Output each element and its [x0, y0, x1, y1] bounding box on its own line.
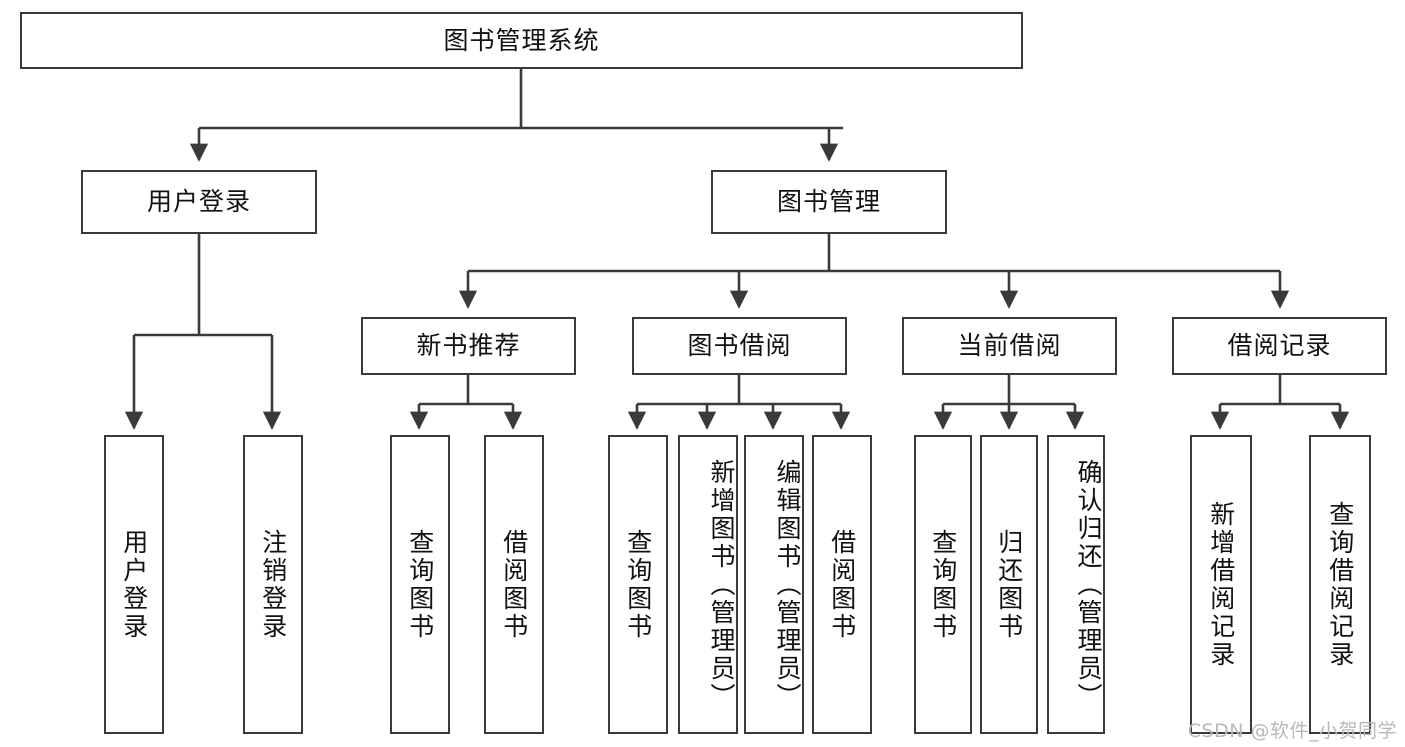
node-label: 查询图书 [405, 528, 435, 641]
node-book-borrow[interactable]: 图书借阅 [632, 317, 847, 375]
node-label: 图书管理系统 [443, 25, 600, 55]
leaf-borrow-record-query[interactable]: 查询借阅记录 [1309, 435, 1371, 734]
leaf-borrow-record-add[interactable]: 新增借阅记录 [1190, 435, 1252, 734]
node-label: 当前借阅 [957, 331, 1062, 361]
leaf-book-borrow-query[interactable]: 查询图书 [608, 435, 668, 734]
leaf-new-book-query[interactable]: 查询图书 [390, 435, 450, 734]
node-root-system[interactable]: 图书管理系统 [20, 12, 1023, 69]
node-label: 新增图书（管理员） [707, 458, 736, 711]
leaf-book-borrow-edit[interactable]: 编辑图书（管理员） [744, 435, 804, 734]
leaf-current-borrow-confirm-return[interactable]: 确认归还（管理员） [1047, 435, 1105, 734]
node-new-book-recommend[interactable]: 新书推荐 [361, 317, 576, 375]
leaf-book-borrow-borrow[interactable]: 借阅图书 [812, 435, 872, 734]
node-book-management[interactable]: 图书管理 [711, 170, 947, 234]
leaf-current-borrow-query[interactable]: 查询图书 [914, 435, 972, 734]
node-label: 查询图书 [928, 528, 958, 641]
leaf-user-login-logout[interactable]: 注销登录 [243, 435, 303, 734]
node-label: 借阅图书 [499, 528, 529, 641]
node-label: 注销登录 [258, 528, 288, 641]
node-label: 图书借阅 [687, 331, 792, 361]
node-label: 用户登录 [119, 528, 149, 641]
node-label: 图书管理 [776, 187, 881, 217]
node-label: 归还图书 [994, 528, 1024, 641]
leaf-user-login-login[interactable]: 用户登录 [104, 435, 164, 734]
node-label: 用户登录 [146, 187, 251, 217]
node-label: 查询借阅记录 [1325, 500, 1355, 669]
node-label: 确认归还（管理员） [1074, 458, 1103, 711]
node-label: 借阅记录 [1227, 331, 1332, 361]
node-label: 新增借阅记录 [1206, 500, 1236, 669]
node-current-borrow[interactable]: 当前借阅 [902, 317, 1117, 375]
node-label: 借阅图书 [827, 528, 857, 641]
node-label: 新书推荐 [416, 331, 521, 361]
node-label: 查询图书 [623, 528, 653, 641]
node-label: 编辑图书（管理员） [773, 458, 802, 711]
node-user-login[interactable]: 用户登录 [81, 170, 317, 234]
leaf-current-borrow-return[interactable]: 归还图书 [980, 435, 1038, 734]
node-borrow-record[interactable]: 借阅记录 [1172, 317, 1387, 375]
leaf-book-borrow-add[interactable]: 新增图书（管理员） [678, 435, 738, 734]
csdn-watermark: CSDN @软件_小贺同学 [1187, 720, 1397, 742]
leaf-new-book-borrow[interactable]: 借阅图书 [484, 435, 544, 734]
